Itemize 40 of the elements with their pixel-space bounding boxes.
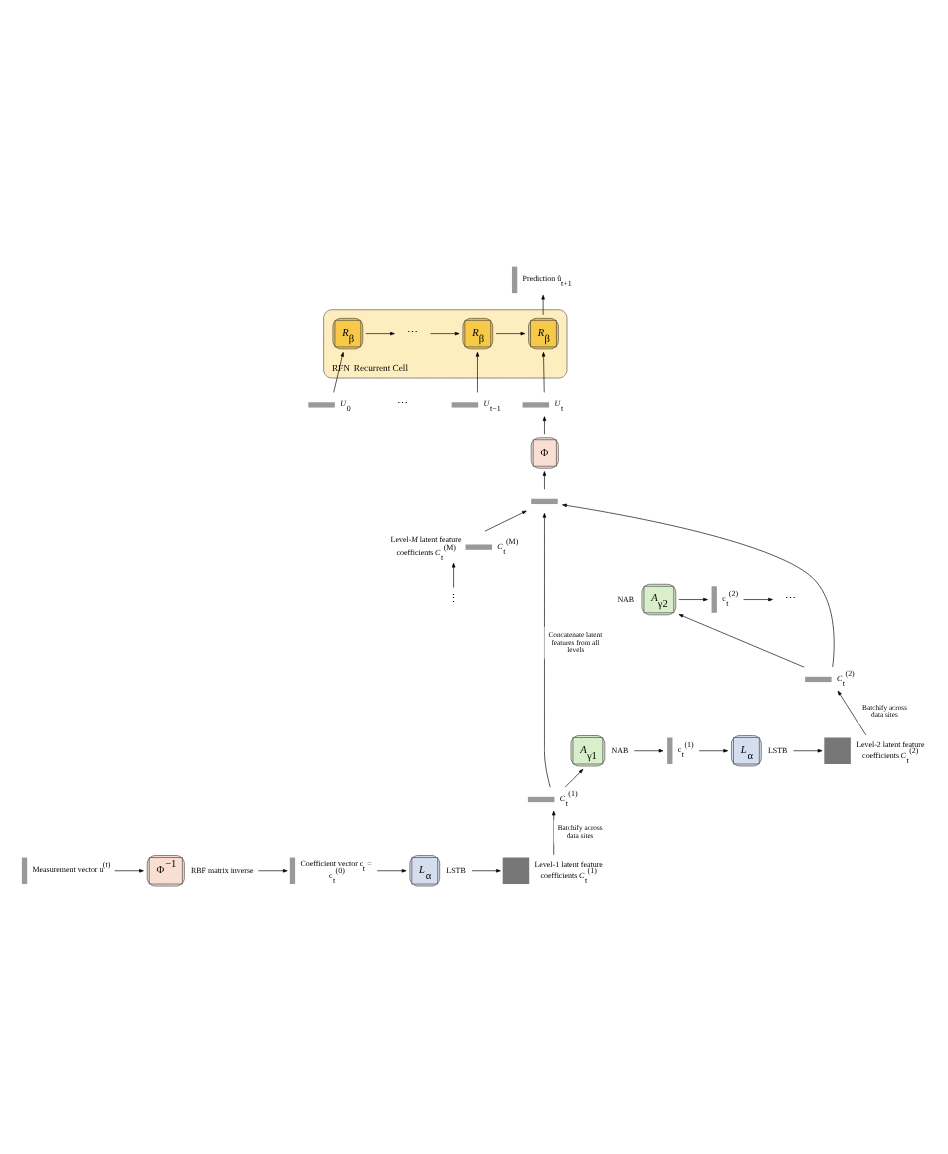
node-bar <box>527 796 555 803</box>
arrow <box>541 352 546 393</box>
node-bar <box>522 402 550 408</box>
node-bar <box>308 402 335 408</box>
arrow <box>376 869 407 873</box>
arrow <box>793 749 823 753</box>
arrow <box>451 562 456 588</box>
node-box <box>502 857 530 885</box>
arrow <box>484 510 527 532</box>
node-bar <box>511 266 518 294</box>
node-bar <box>21 857 28 885</box>
node-bar <box>465 544 493 550</box>
arrow <box>542 513 551 788</box>
arrow <box>114 869 144 873</box>
node-bar <box>805 676 832 683</box>
arrow <box>552 810 556 856</box>
arrow <box>564 769 584 788</box>
node-bar <box>289 857 296 885</box>
arrow <box>743 597 773 602</box>
node-bar <box>451 402 479 408</box>
arrow <box>541 294 545 316</box>
arrow <box>678 614 805 668</box>
arrow <box>495 331 526 336</box>
arrow <box>837 690 867 736</box>
arrow <box>678 597 708 602</box>
arrow <box>475 352 480 393</box>
arrow <box>698 749 729 753</box>
arrow <box>365 331 395 336</box>
arrow <box>542 416 547 435</box>
arrow <box>258 869 288 873</box>
arrow <box>542 471 547 490</box>
arrow <box>430 331 460 336</box>
node-box <box>824 737 851 764</box>
node-bar <box>667 737 673 764</box>
arrow <box>634 749 664 753</box>
node-bar <box>711 586 717 613</box>
node-bar <box>531 498 558 505</box>
arrow <box>333 352 344 393</box>
arrow <box>562 503 835 668</box>
arrow <box>471 869 501 873</box>
